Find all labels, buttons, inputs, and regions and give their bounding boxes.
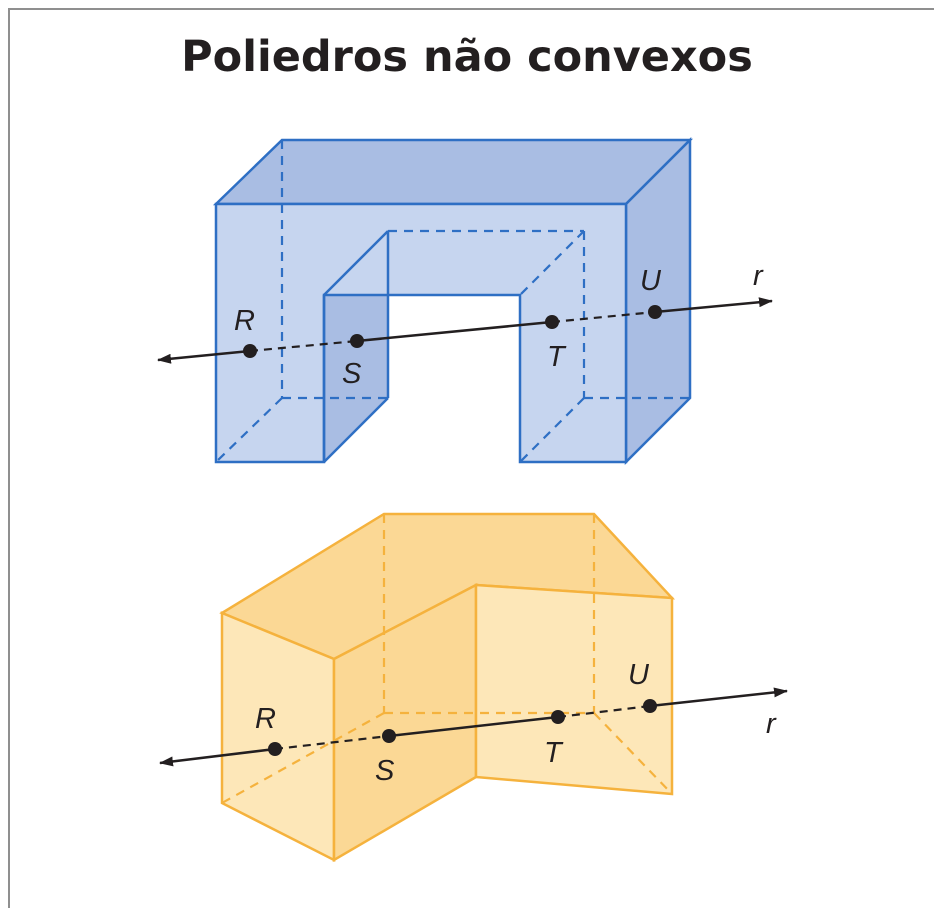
blue-edge-inner <box>323 230 389 296</box>
label-u-2: U <box>628 659 650 691</box>
point-t-dot-2 <box>551 710 565 724</box>
blue-edge-inner-bottom <box>323 397 389 463</box>
blue-hidden-edges <box>215 140 690 463</box>
u-shaped-polyhedron: R S T U r <box>157 136 773 466</box>
figure-frame <box>8 8 934 908</box>
label-t: T <box>547 341 567 373</box>
blue-line-r <box>157 297 773 364</box>
chevron-polyhedron: R S T U r <box>159 512 788 863</box>
point-r-dot-2 <box>268 742 282 756</box>
blue-top-face <box>212 138 694 206</box>
orange-line-r <box>159 687 788 767</box>
blue-front-face <box>214 202 628 464</box>
label-s-2: S <box>375 755 395 787</box>
point-u-dot <box>648 305 662 319</box>
label-line-r-2: r <box>766 708 777 740</box>
point-t-dot <box>545 315 559 329</box>
point-r-dot <box>243 344 257 358</box>
figure-canvas: R S T U r <box>157 136 788 863</box>
page-title: Poliedros não convexos <box>181 32 753 82</box>
point-s-dot <box>350 334 364 348</box>
orange-hidden-edges <box>221 514 673 804</box>
point-s-dot-2 <box>382 729 396 743</box>
label-s: S <box>342 358 362 390</box>
label-line-r: r <box>753 260 764 292</box>
label-u: U <box>640 265 662 297</box>
point-u-dot-2 <box>643 699 657 713</box>
label-r: R <box>234 305 255 337</box>
label-r-2: R <box>255 703 276 735</box>
label-t-2: T <box>544 737 564 769</box>
